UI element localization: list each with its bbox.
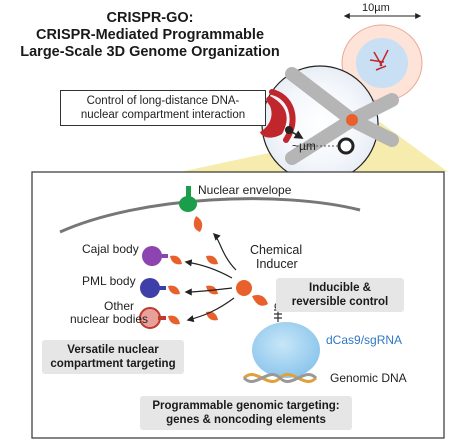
control-box-line-2: nuclear compartment interaction — [80, 109, 246, 121]
programmable-line-2: genes & noncoding elements — [166, 414, 326, 426]
nuclear-envelope-arc — [59, 197, 361, 234]
inducible-line-1: Inducible & — [309, 282, 371, 294]
label-other-bodies-1: Other — [104, 299, 135, 313]
adaptor-inducer — [252, 295, 268, 306]
inducible-box: Inducible & reversible control — [276, 278, 404, 312]
versatile-line-2: compartment targeting — [50, 358, 176, 370]
title-line-3: Large-Scale 3D Genome Organization — [20, 44, 280, 60]
versatile-line-1: Versatile nuclear — [67, 344, 159, 356]
chemical-inducer-icon — [236, 280, 252, 296]
cell-icon — [341, 24, 423, 102]
dna-helix-icon — [242, 373, 318, 383]
inducible-line-2: reversible control — [291, 296, 389, 308]
other-bodies-icon — [139, 307, 180, 329]
title-line-1: CRISPR-GO: — [106, 10, 194, 26]
label-chemical-inducer-1: Chemical — [250, 243, 303, 257]
adaptor-free-3 — [206, 311, 218, 321]
label-genomic-dna: Genomic DNA — [330, 371, 407, 385]
programmable-box: Programmable genomic targeting: genes & … — [140, 396, 352, 430]
adaptor-envelope — [193, 216, 203, 232]
label-chemical-inducer-2: Inducer — [256, 257, 298, 271]
label-cajal-body: Cajal body — [82, 242, 139, 256]
inducer-arrows — [184, 232, 237, 323]
control-box: Control of long-distance DNA- nuclear co… — [60, 90, 266, 126]
label-pml-body: PML body — [82, 274, 136, 288]
adaptor-free-1 — [206, 255, 218, 265]
label-dcas9: dCas9/sgRNA — [326, 333, 403, 347]
cajal-body-icon — [142, 246, 182, 266]
envelope-protein — [179, 186, 197, 212]
versatile-box: Versatile nuclear compartment targeting — [42, 340, 184, 374]
scale-label: 10µm — [362, 2, 390, 14]
control-box-line-1: Control of long-distance DNA- — [86, 95, 240, 107]
distance-label: ~µm — [292, 139, 316, 153]
title-line-2: CRISPR-Mediated Programmable — [35, 27, 265, 43]
programmable-line-1: Programmable genomic targeting: — [152, 400, 340, 412]
pml-body-icon — [140, 278, 180, 298]
label-other-bodies-2: nuclear bodies — [70, 312, 149, 326]
label-nuclear-envelope: Nuclear envelope — [198, 183, 292, 197]
